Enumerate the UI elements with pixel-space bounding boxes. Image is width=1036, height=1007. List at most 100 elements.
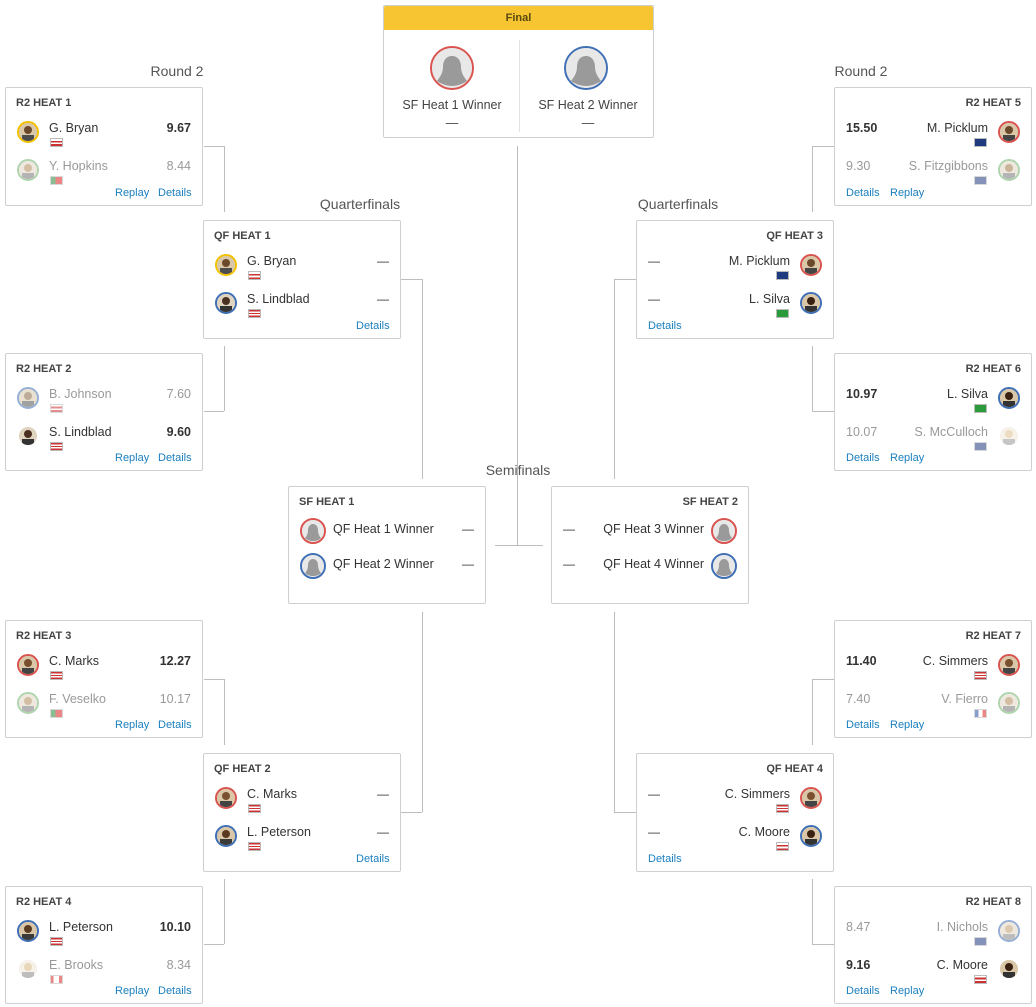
surfer-row[interactable]: — QF Heat 4 Winner (552, 552, 748, 588)
surfer-row[interactable]: S. Lindblad — (204, 289, 400, 325)
surfer-row[interactable]: S. Lindblad 9.60 (6, 422, 202, 458)
replay-link[interactable]: Replay (115, 452, 150, 464)
details-link[interactable]: Details (158, 985, 192, 997)
surfer-row[interactable]: — QF Heat 3 Winner (552, 517, 748, 553)
connector-line (614, 812, 636, 813)
sf-heat-2-card[interactable]: SF HEAT 2 — QF Heat 3 Winner — QF Heat 4… (551, 486, 749, 604)
surfer-row[interactable]: 10.97 L. Silva (835, 384, 1031, 420)
hawaii-flag-icon (50, 404, 63, 413)
surfer-score: 12.27 (159, 654, 191, 668)
final-card[interactable]: Final SF Heat 1 Winner SF Heat 2 Winner … (383, 5, 654, 138)
surfer-score: 8.47 (846, 920, 871, 934)
connector-line (812, 879, 813, 944)
surfer-row[interactable]: — M. Picklum (637, 251, 833, 287)
surfer-row[interactable]: G. Bryan — (204, 251, 400, 287)
replay-link[interactable]: Replay (115, 187, 150, 199)
surfer-name: G. Bryan (247, 254, 297, 268)
surfer-score: 7.60 (166, 387, 191, 401)
r2-heat-2-card[interactable]: R2 HEAT 2 B. Johnson 7.60 S. Lindblad 9.… (5, 353, 203, 471)
australia-flag-icon (974, 937, 987, 946)
connector-line (812, 411, 834, 412)
replay-link[interactable]: Replay (115, 985, 150, 997)
details-link[interactable]: Details (648, 320, 682, 332)
surfer-row[interactable]: F. Veselko 10.17 (6, 689, 202, 725)
surfer-row[interactable]: 7.40 V. Fierro (835, 689, 1031, 725)
qf-heat-4-card[interactable]: QF HEAT 4 — C. Simmers — C. Moore Detail… (636, 753, 834, 872)
qf-heat-1-card[interactable]: QF HEAT 1 G. Bryan — S. Lindblad — Detai… (203, 220, 401, 339)
r2-heat-8-card[interactable]: R2 HEAT 8 8.47 I. Nichols 9.16 C. Moore … (834, 886, 1032, 1004)
surfer-name: C. Marks (247, 787, 297, 801)
replay-link[interactable]: Replay (115, 719, 150, 731)
usa-flag-icon (248, 842, 261, 851)
details-link[interactable]: Details (846, 452, 880, 464)
heat-title: R2 HEAT 4 (16, 896, 72, 908)
details-link[interactable]: Details (846, 187, 880, 199)
usa-flag-icon (50, 442, 63, 451)
surfer-row[interactable]: L. Peterson — (204, 822, 400, 858)
connector-line (204, 411, 224, 412)
surfer-row[interactable]: C. Marks 12.27 (6, 651, 202, 687)
surfer-avatar-icon (998, 159, 1020, 181)
surfer-row[interactable]: 8.47 I. Nichols (835, 917, 1031, 953)
surfer-row[interactable]: 9.16 C. Moore (835, 955, 1031, 991)
replay-link[interactable]: Replay (890, 187, 925, 199)
surfer-row[interactable]: B. Johnson 7.60 (6, 384, 202, 420)
surfer-row[interactable]: E. Brooks 8.34 (6, 955, 202, 991)
connector-line (517, 146, 518, 545)
surfer-row[interactable]: — C. Moore (637, 822, 833, 858)
surfer-row[interactable]: 11.40 C. Simmers (835, 651, 1031, 687)
canada-flag-icon (50, 975, 63, 984)
surfer-avatar-icon (17, 958, 39, 980)
heat-title: SF HEAT 1 (299, 496, 355, 508)
surfer-row[interactable]: 10.07 S. McCulloch (835, 422, 1031, 458)
surfer-score: — (377, 254, 389, 268)
surfer-name: S. Fitzgibbons (908, 159, 988, 173)
surfer-score: 9.16 (846, 958, 871, 972)
surfer-row[interactable]: L. Peterson 10.10 (6, 917, 202, 953)
surfer-avatar-icon (17, 654, 39, 676)
surfer-avatar-icon (17, 121, 39, 143)
surfer-row[interactable]: 9.30 S. Fitzgibbons (835, 156, 1031, 192)
r2-heat-4-card[interactable]: R2 HEAT 4 L. Peterson 10.10 E. Brooks 8.… (5, 886, 203, 1004)
qf-heat-2-card[interactable]: QF HEAT 2 C. Marks — L. Peterson — Detai… (203, 753, 401, 872)
r2-heat-3-card[interactable]: R2 HEAT 3 C. Marks 12.27 F. Veselko 10.1… (5, 620, 203, 738)
r2-heat-6-card[interactable]: R2 HEAT 6 10.97 L. Silva 10.07 S. McCull… (834, 353, 1032, 471)
qf-heat-3-card[interactable]: QF HEAT 3 — M. Picklum — L. Silva Detail… (636, 220, 834, 339)
usa-flag-icon (50, 937, 63, 946)
details-link[interactable]: Details (158, 719, 192, 731)
details-link[interactable]: Details (158, 452, 192, 464)
surfer-row[interactable]: Y. Hopkins 8.44 (6, 156, 202, 192)
replay-link[interactable]: Replay (890, 452, 925, 464)
details-link[interactable]: Details (648, 853, 682, 865)
australia-flag-icon (974, 176, 987, 185)
surfer-row[interactable]: 15.50 M. Picklum (835, 118, 1031, 154)
surfer-score: 9.60 (166, 425, 191, 439)
surfer-score: — (648, 292, 660, 306)
connector-line (224, 879, 225, 944)
replay-link[interactable]: Replay (890, 719, 925, 731)
surfer-score: 9.67 (166, 121, 191, 135)
r2-heat-7-card[interactable]: R2 HEAT 7 11.40 C. Simmers 7.40 V. Fierr… (834, 620, 1032, 738)
connector-line (400, 812, 422, 813)
surfer-row[interactable]: QF Heat 1 Winner — (289, 517, 485, 553)
surfer-avatar-icon (998, 920, 1020, 942)
surfer-row[interactable]: — L. Silva (637, 289, 833, 325)
r2-heat-1-card[interactable]: R2 HEAT 1 G. Bryan 9.67 Y. Hopkins 8.44 … (5, 87, 203, 206)
connector-line (224, 679, 225, 745)
sf-heat-1-card[interactable]: SF HEAT 1 QF Heat 1 Winner — QF Heat 2 W… (288, 486, 486, 604)
details-link[interactable]: Details (356, 320, 390, 332)
r2-heat-5-card[interactable]: R2 HEAT 5 15.50 M. Picklum 9.30 S. Fitzg… (834, 87, 1032, 206)
surfer-row[interactable]: G. Bryan 9.67 (6, 118, 202, 154)
details-link[interactable]: Details (846, 719, 880, 731)
surfer-avatar-icon (17, 159, 39, 181)
details-link[interactable]: Details (158, 187, 192, 199)
connector-line (422, 279, 423, 479)
surfer-row[interactable]: — C. Simmers (637, 784, 833, 820)
surfer-row[interactable]: C. Marks — (204, 784, 400, 820)
details-link[interactable]: Details (846, 985, 880, 997)
details-link[interactable]: Details (356, 853, 390, 865)
connector-line (812, 146, 834, 147)
surfer-row[interactable]: QF Heat 2 Winner — (289, 552, 485, 588)
surfer-avatar-icon (800, 787, 822, 809)
replay-link[interactable]: Replay (890, 985, 925, 997)
